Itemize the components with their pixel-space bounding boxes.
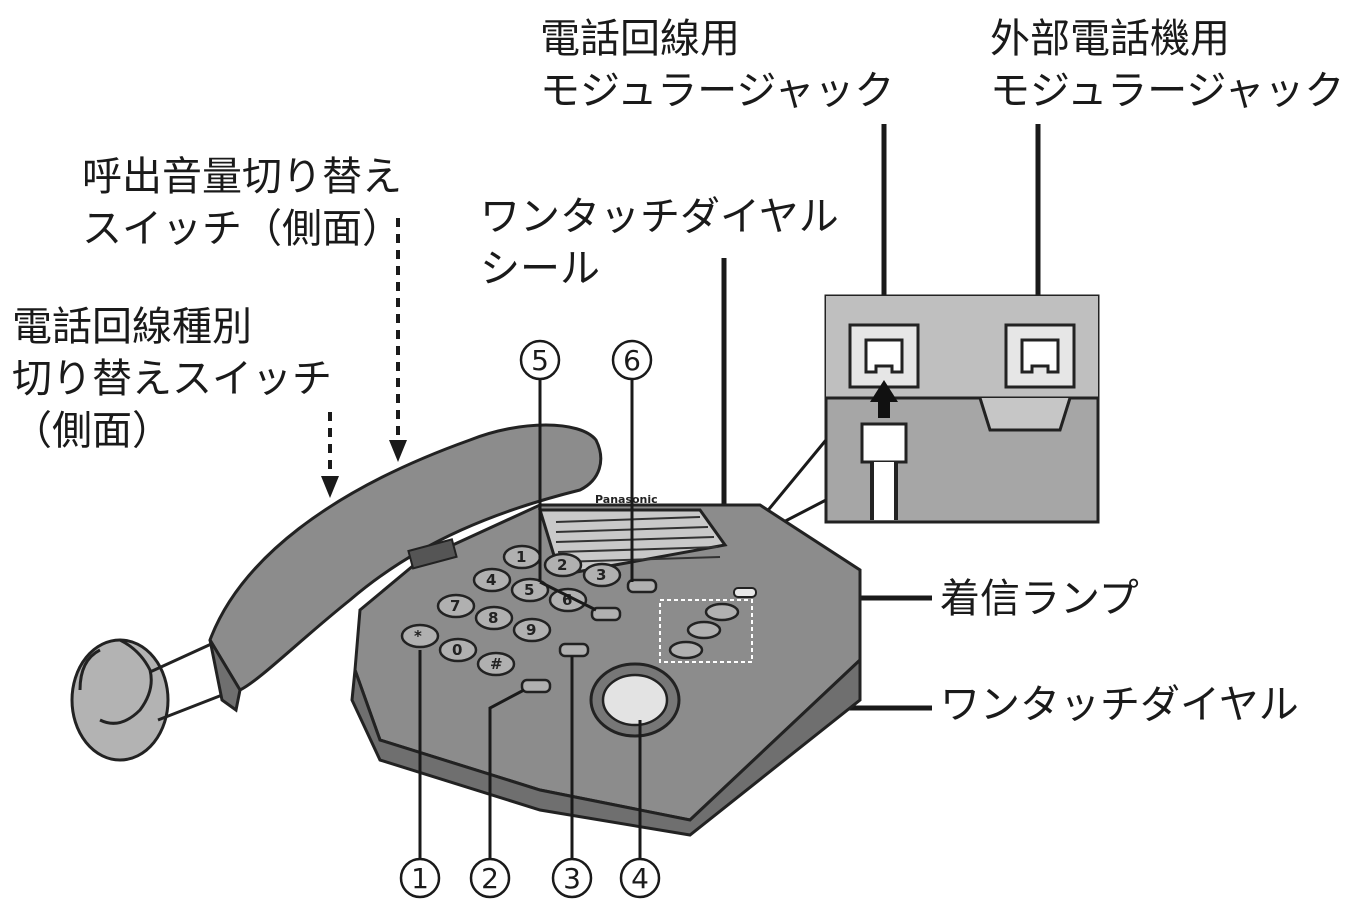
label-incoming-lamp: 着信ランプ [940,576,1139,622]
key-3[interactable] [582,562,622,588]
leader-callout-5b [539,580,597,612]
label-line-jack: 電話回線用 モジュラージャック [540,16,894,114]
key-hash[interactable] [476,651,516,677]
callout-6: 6 [611,339,653,381]
key-1-label: 1 [516,548,526,566]
button-3[interactable] [558,642,590,658]
callout-1: 1 [399,857,441,899]
label-external-jack: 外部電話機用 モジュラージャック [990,16,1344,114]
label-ringer-switch-line2: スイッチ（側面） [82,206,402,252]
onetouch-button-2[interactable] [686,620,722,640]
handset [208,423,603,692]
key-4-label: 4 [486,571,496,589]
plug-cord [870,462,898,520]
external-jack-socket [1020,338,1060,374]
key-star-label: * [414,627,422,645]
incoming-lamp [733,587,757,598]
zoom-line-top [758,439,828,521]
key-hash-label: # [490,655,503,673]
key-2[interactable] [543,552,583,578]
navigation-pad[interactable] [601,673,669,727]
key-5[interactable] [510,577,550,603]
line-jack-socket [864,338,904,374]
jack-inset [824,294,1100,524]
brand-logo: Panasonic [595,493,658,506]
key-0-label: 0 [452,641,462,659]
callout-4: 4 [619,857,661,899]
key-9-label: 9 [526,621,536,639]
key-0[interactable] [438,637,478,663]
handset-bottom [208,639,242,713]
key-3-label: 3 [596,566,606,584]
label-line-type-switch: 電話回線種別 切り替えスイッチ （側面） [12,304,332,454]
onetouch-dial-group [659,599,753,663]
label-onetouch-dial: ワンタッチダイヤル [940,682,1299,728]
callout-4-label: 4 [631,862,649,895]
label-line-type-line3: （側面） [12,408,172,454]
label-external-jack-line2: モジュラージャック [990,68,1344,114]
callout-5: 5 [519,339,561,381]
key-8[interactable] [474,605,514,631]
label-line-jack-line1: 電話回線用 [540,16,740,62]
label-ringer-switch: 呼出音量切り替え スイッチ（側面） [82,154,402,252]
key-6[interactable] [548,587,588,613]
label-onetouch-seal-line1: ワンタッチダイヤル [480,194,839,240]
jack-inset-recess [978,397,1072,432]
keypad: 1 2 3 4 5 6 7 8 9 * 0 # [400,544,622,677]
button-6[interactable] [626,578,658,594]
label-onetouch-seal: ワンタッチダイヤル シール [480,194,839,292]
key-8-label: 8 [488,609,498,627]
key-6-label: 6 [562,591,572,609]
insert-arrow-icon [870,380,898,418]
arrow-line-type-switch [321,476,339,498]
arrow-ringer-switch [389,440,407,462]
key-7-label: 7 [450,597,460,615]
label-external-jack-line1: 外部電話機用 [990,16,1230,62]
callout-3: 3 [551,857,593,899]
callout-2-label: 2 [481,862,499,895]
key-5-label: 5 [524,581,534,599]
label-line-jack-line2: モジュラージャック [540,68,894,114]
onetouch-button-3[interactable] [668,640,704,660]
modular-plug-icon [860,422,908,464]
handset-speaker-grille [407,538,458,570]
onetouch-button-1[interactable] [704,602,740,622]
label-onetouch-seal-line2: シール [480,246,600,292]
callout-1-label: 1 [411,862,429,895]
key-7[interactable] [436,593,476,619]
label-line-type-line2: 切り替えスイッチ [12,356,332,402]
key-2-label: 2 [557,556,567,574]
callout-6-label: 6 [623,344,641,377]
key-star[interactable] [400,623,440,649]
curly-cord [70,638,236,762]
key-4[interactable] [472,567,512,593]
callout-2: 2 [469,857,511,899]
button-2[interactable] [520,678,552,694]
key-9[interactable] [512,617,552,643]
label-line-type-line1: 電話回線種別 [12,304,252,350]
button-5[interactable] [590,606,622,622]
label-ringer-switch-line1: 呼出音量切り替え [82,154,402,200]
telephone: Panasonic 1 2 3 4 5 6 7 8 9 * 0 [70,423,862,837]
callout-3-label: 3 [563,862,581,895]
phone-base-side [350,656,862,837]
leader-callout-2 [488,688,525,860]
callout-5-label: 5 [531,344,549,377]
